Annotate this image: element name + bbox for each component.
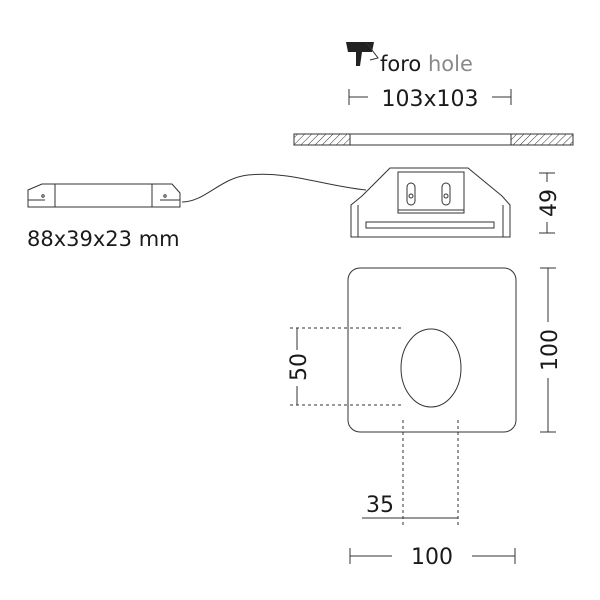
hole-label-en: hole <box>428 52 473 76</box>
ceiling-section <box>293 133 574 146</box>
front-height-label: 100 <box>538 329 563 371</box>
height-label: 49 <box>537 189 562 217</box>
drill-hole-icon <box>346 41 379 66</box>
front-width-dimension <box>349 548 516 564</box>
hole-label-it: foro <box>380 52 421 76</box>
lens-width-label: 35 <box>366 493 394 518</box>
hole-size-label: 103x103 <box>381 87 478 112</box>
front-height-dimension <box>540 267 556 433</box>
driver-size-label: 88x39x23 mm <box>27 227 180 251</box>
lens-opening <box>400 328 462 408</box>
fixture-front-view <box>347 267 517 433</box>
height-dimension-line <box>539 172 555 234</box>
lens-width-dimension <box>362 420 459 525</box>
lens-height-dimension <box>290 327 401 406</box>
lens-height-label: 50 <box>287 353 312 381</box>
driver-box <box>27 183 181 208</box>
front-width-label: 100 <box>411 545 453 570</box>
cable <box>181 173 367 203</box>
fixture-side-view <box>350 167 511 238</box>
hole-dimension-line <box>348 89 512 105</box>
